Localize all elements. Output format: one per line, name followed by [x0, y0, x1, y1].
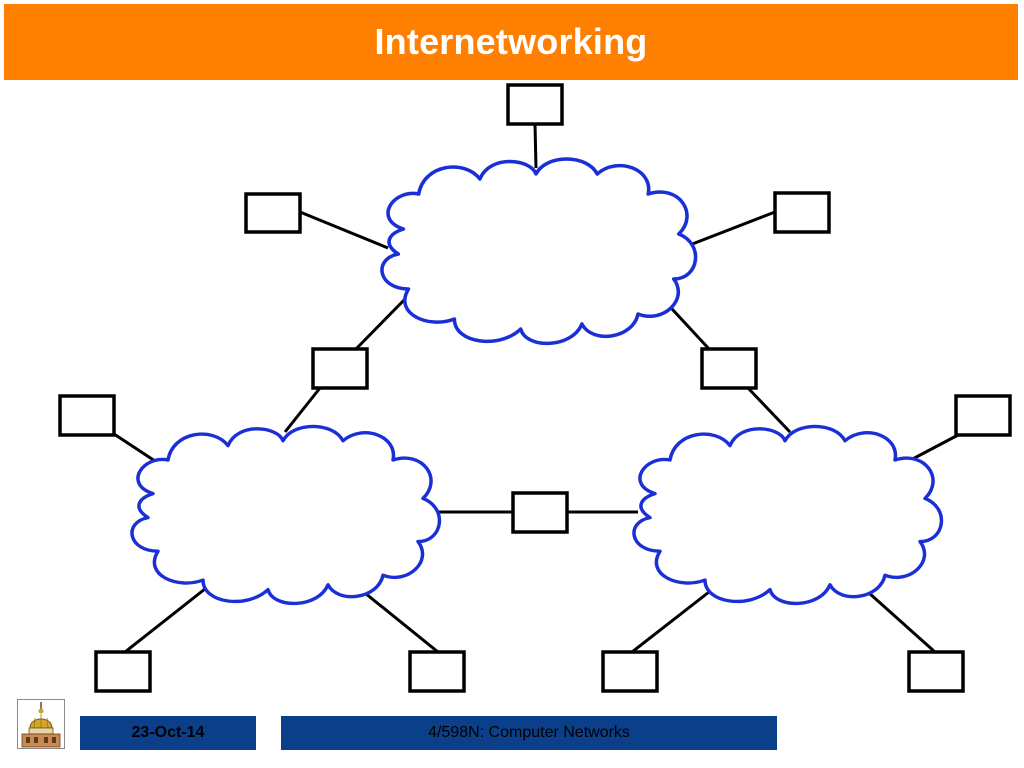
right-host-up [954, 394, 1012, 437]
left-network-cloud [130, 424, 442, 606]
top-host-left [244, 192, 302, 234]
router-top-right [700, 347, 758, 390]
footer-course-bar: 4/598N: Computer Networks [281, 716, 777, 750]
left-host-down-right [408, 650, 466, 693]
link-top-host-left [299, 210, 389, 250]
link-router-right-down [746, 386, 792, 434]
link-left-host-down-left [124, 583, 211, 654]
dome-building-icon [17, 699, 65, 749]
left-host-down-left [94, 650, 152, 693]
link-top-host-up [533, 123, 538, 169]
right-network-cloud [632, 424, 944, 606]
footer-course: 4/598N: Computer Networks [428, 724, 630, 741]
top-host-up [506, 83, 564, 126]
left-host-up [58, 394, 116, 437]
footer-date: 23-Oct-14 [131, 724, 205, 741]
right-host-down-right [907, 650, 965, 693]
link-top-router-left [353, 294, 410, 352]
link-right-host-down-right [859, 583, 936, 654]
title-bar: Internetworking [4, 4, 1018, 80]
slide-title: Internetworking [374, 21, 648, 62]
link-right-host-down-left [631, 583, 719, 654]
link-top-host-right [681, 210, 776, 250]
top-host-right [773, 191, 831, 234]
top-network-cloud [380, 157, 698, 346]
right-host-down-left [601, 650, 659, 693]
link-router-left-down [283, 387, 322, 433]
link-left-host-up [113, 432, 159, 465]
footer-date-bar: 23-Oct-14 [80, 716, 256, 750]
link-left-host-down-right [354, 583, 439, 654]
logo-graphic [18, 700, 64, 748]
router-bottom [511, 491, 569, 534]
router-top-left [311, 347, 369, 390]
